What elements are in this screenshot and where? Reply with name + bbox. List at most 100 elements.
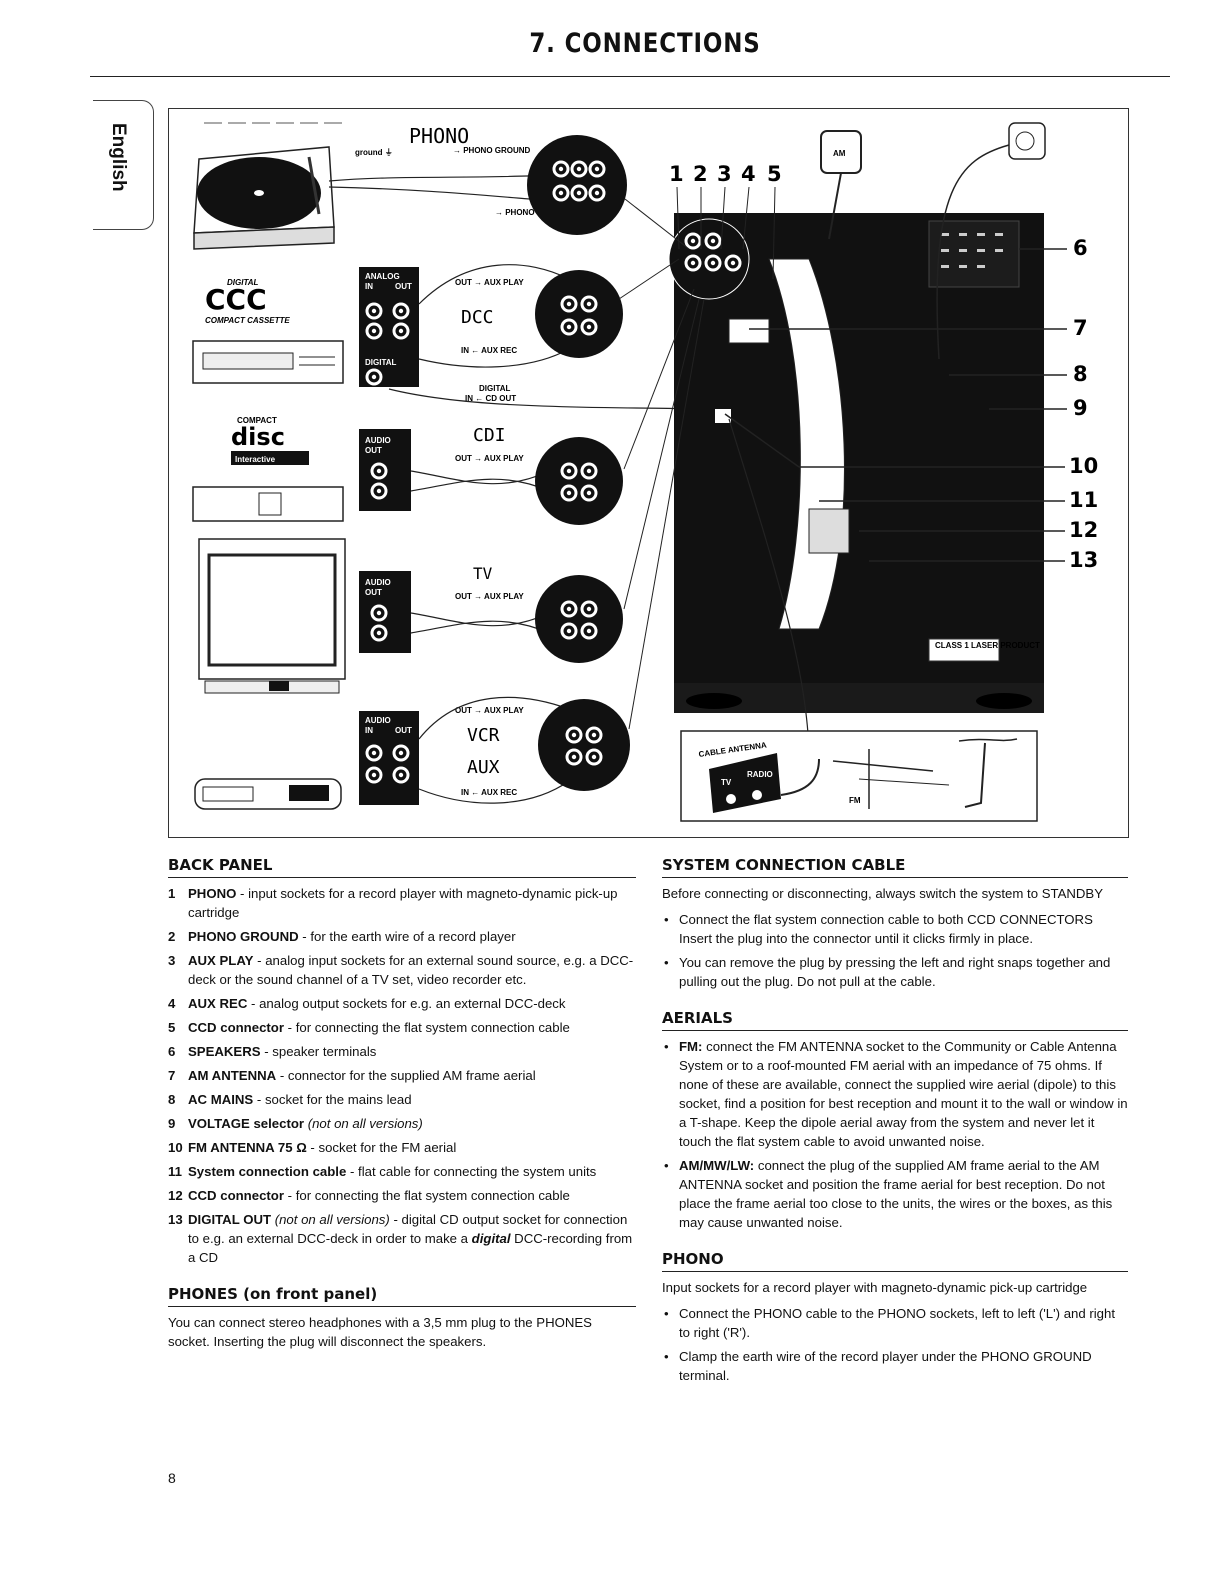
tv-audio-panel: AUDIO OUT [359, 571, 411, 653]
dcc-mark: CCC [205, 283, 267, 316]
item-term: DIGITAL OUT [188, 1212, 272, 1227]
item-term: AUX REC [188, 996, 248, 1011]
digital-label: DIGITAL [365, 358, 397, 367]
cdi-display: CDI [473, 425, 506, 446]
cd-interactive: Interactive [235, 455, 276, 464]
callout-4: 4 [741, 162, 756, 186]
phono-heading: PHONO [662, 1250, 1128, 1272]
list-item: Connect the flat system connection cable… [662, 910, 1128, 948]
item-number: 12 [168, 1188, 183, 1203]
phono-intro: Input sockets for a record player with m… [662, 1280, 1088, 1295]
item-text: - for connecting the flat system connect… [283, 1188, 570, 1203]
vcr-display: VCR [467, 725, 500, 746]
antenna-inset: CABLE ANTENNA TV RADIO FM [680, 730, 1038, 822]
callout-2: 2 [693, 162, 708, 186]
callout-9: 9 [1073, 396, 1088, 420]
dcc-logo: DIGITAL [227, 278, 259, 287]
callout-1: 1 [669, 162, 684, 186]
list-item: 3 AUX PLAY - analog input sockets for an… [168, 951, 636, 989]
vcr-audio-panel: AUDIO IN OUT [359, 711, 419, 805]
digital-in-cd-out-1: DIGITAL [479, 384, 511, 393]
back-panel-heading: BACK PANEL [168, 856, 636, 878]
cdi-jack-bubble [535, 437, 623, 525]
vcr-in-aux-rec: IN ← AUX REC [461, 788, 517, 797]
item-note: (not on all versions) [274, 1212, 390, 1227]
item-term: AM ANTENNA [188, 1068, 277, 1083]
item-term: FM ANTENNA 75 Ω [188, 1140, 307, 1155]
cdi-audio-label: AUDIO [365, 436, 391, 445]
callout-11: 11 [1069, 488, 1098, 512]
item-text: - socket for the mains lead [253, 1092, 412, 1107]
tv-display: TV [473, 564, 493, 583]
title-rule [90, 76, 1170, 77]
list-item: 11 System connection cable - flat cable … [168, 1162, 636, 1181]
out-label: OUT [395, 282, 412, 291]
cd-logo-top: COMPACT [237, 416, 277, 425]
item-text: - flat cable for connecting the system u… [346, 1164, 597, 1179]
vcr [194, 778, 342, 810]
tv-jack-bubble [535, 575, 623, 663]
bullet-text: connect the plug of the supplied AM fram… [679, 1158, 1113, 1230]
language-tab: English [93, 100, 154, 230]
callouts-top: 1 2 3 4 5 [669, 162, 782, 280]
list-item: FM: connect the FM ANTENNA socket to the… [662, 1037, 1128, 1151]
language-tab-label: English [108, 123, 129, 192]
item-term: AC MAINS [188, 1092, 254, 1107]
class-label: CLASS 1 LASER PRODUCT [935, 641, 1040, 650]
main-unit-back: CLASS 1 LASER PRODUCT [674, 213, 1044, 713]
list-item: 6 SPEAKERS - speaker terminals [168, 1042, 636, 1061]
dcc-jack-bubble [535, 270, 623, 358]
ccd-connector-bubble [668, 218, 750, 300]
item-term: System connection cable [188, 1164, 347, 1179]
phono-display: PHONO [409, 124, 469, 148]
digital-in-cd-out-2: IN ← CD OUT [465, 394, 516, 403]
item-text-tail: DCC-recording from a CD [188, 1231, 633, 1265]
cd-logo: disc [231, 423, 285, 451]
am-frame-aerial: AM [820, 130, 862, 240]
record-player: PHONO ground ⏚ → PHONO GROUND → PHONO [193, 122, 555, 250]
item-text: - analog output sockets for e.g. an exte… [247, 996, 566, 1011]
vcr-out-label: OUT [395, 726, 412, 735]
callout-8: 8 [1073, 362, 1088, 386]
dcc-out-aux-play: OUT → AUX PLAY [455, 278, 524, 287]
list-item: 10 FM ANTENNA 75 Ω - socket for the FM a… [168, 1138, 636, 1157]
page-number: 8 [168, 1470, 176, 1486]
list-item: 4 AUX REC - analog output sockets for e.… [168, 994, 636, 1013]
item-number: 13 [168, 1212, 183, 1227]
item-number: 3 [168, 953, 176, 968]
list-item: Clamp the earth wire of the record playe… [662, 1347, 1128, 1385]
system-cable-intro: Before connecting or disconnecting, alwa… [662, 886, 1104, 901]
connections-diagram: PHONO ground ⏚ → PHONO GROUND → PHONO DI… [168, 108, 1129, 838]
am-label: AM [833, 149, 846, 158]
ground-label: ground ⏚ [355, 148, 393, 157]
mains-plug [936, 122, 1046, 360]
item-text: - connector for the supplied AM frame ae… [276, 1068, 536, 1083]
item-term: SPEAKERS [188, 1044, 261, 1059]
system-cable-heading: SYSTEM CONNECTION CABLE [662, 856, 1128, 878]
callout-6: 6 [1073, 236, 1088, 260]
dcc-deck: DIGITAL CCC COMPACT CASSETTE [192, 278, 344, 384]
radio-socket-label: RADIO [747, 770, 773, 779]
in-label: IN [365, 282, 373, 291]
list-item: Connect the PHONO cable to the PHONO soc… [662, 1304, 1128, 1342]
item-term: CCD connector [188, 1188, 284, 1203]
list-item: 8 AC MAINS - socket for the mains lead [168, 1090, 636, 1109]
vcr-in-label: IN [365, 726, 373, 735]
vcr-out-aux-play: OUT → AUX PLAY [455, 706, 524, 715]
cdi-out-aux-play: OUT → AUX PLAY [455, 454, 524, 463]
vcr-jack-bubble [538, 699, 630, 791]
phones-text: You can connect stereo headphones with a… [168, 1315, 592, 1349]
callouts-side: 6 7 8 9 10 11 12 13 [724, 236, 1098, 572]
tv-set [198, 538, 346, 694]
item-number: 7 [168, 1068, 176, 1083]
item-note: (not on all versions) [307, 1116, 423, 1131]
item-text: - socket for the FM aerial [306, 1140, 457, 1155]
list-item: You can remove the plug by pressing the … [662, 953, 1128, 991]
left-column: BACK PANEL 1 PHONO - input sockets for a… [168, 856, 636, 1358]
phono-label: → PHONO [495, 208, 535, 217]
bullet-term: AM/MW/LW: [679, 1158, 755, 1173]
list-item: 9 VOLTAGE selector (not on all versions) [168, 1114, 636, 1133]
bullet-term: FM: [679, 1039, 703, 1054]
item-text: - input sockets for a record player with… [188, 886, 618, 920]
list-item: 5 CCD connector - for connecting the fla… [168, 1018, 636, 1037]
